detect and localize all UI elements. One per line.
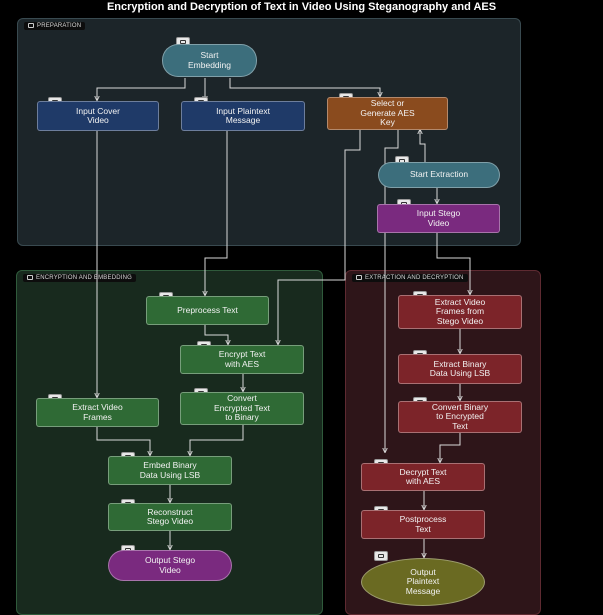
node-decrypt-text[interactable]: Decrypt Text with AES [361,463,485,491]
lock-icon [356,275,362,280]
node-output-plaintext[interactable]: Output Plaintext Message [361,558,485,606]
node-embed-binary-label: Embed Binary Data Using LSB [139,460,201,480]
node-input-stego-video[interactable]: Input Stego Video [377,204,500,233]
node-convert-encrypted-binary-label: Convert Encrypted Text to Binary [213,393,271,423]
node-preprocess-text[interactable]: Preprocess Text [146,296,269,325]
edge-key-encrypt [278,130,361,344]
edge-plain-preprocess [205,131,228,295]
edge-convert-embed [190,425,244,455]
node-encrypt-text[interactable]: Encrypt Text with AES [180,345,304,374]
edge-extraction-key [420,130,426,162]
node-select-key-label: Select or Generate AES Key [360,98,415,128]
node-preprocess-text-label: Preprocess Text [177,304,238,315]
node-decrypt-text-label: Decrypt Text with AES [399,466,447,486]
node-input-plaintext[interactable]: Input Plaintext Message [181,101,305,131]
node-convert-encrypted-binary[interactable]: Convert Encrypted Text to Binary [180,392,304,425]
node-start-embedding-label: Start Embedding [187,50,231,70]
node-start-extraction-label: Start Extraction [409,169,469,180]
node-input-plaintext-label: Input Plaintext Message [216,105,270,125]
cluster-label-extraction: EXTRACTION AND DECRYPTION [352,274,468,282]
node-convert-binary-text-label: Convert Binary to Encrypted Text [431,401,489,431]
cluster-preparation-text: PREPARATION [37,23,82,29]
node-extract-frames-stego[interactable]: Extract Video Frames from Stego Video [398,295,522,329]
edge-start-cover [97,78,186,100]
edge-preprocess-encrypt [204,325,228,344]
diagram-title: Encryption and Decryption of Text in Vid… [106,1,497,13]
node-input-stego-video-label: Input Stego Video [416,208,461,228]
node-reconstruct-stego-label: Reconstruct Stego Video [146,506,194,526]
edge-start-key [229,78,380,96]
node-reconstruct-stego[interactable]: Reconstruct Stego Video [108,503,232,531]
edge-extract-embed [96,427,150,455]
cluster-label-encryption: ENCRYPTION AND EMBEDDING [23,274,137,282]
node-postprocess-text[interactable]: Postprocess Text [361,510,485,539]
cluster-encryption-text: ENCRYPTION AND EMBEDDING [36,275,133,281]
node-input-cover-video[interactable]: Input Cover Video [37,101,159,131]
node-encrypt-text-label: Encrypt Text with AES [218,349,266,369]
edge-stego-extractframes [436,233,470,294]
node-extract-video-frames[interactable]: Extract Video Frames [36,398,159,427]
node-output-stego-label: Output Stego Video [144,555,196,575]
node-convert-binary-text[interactable]: Convert Binary to Encrypted Text [398,401,522,433]
node-extract-frames-stego-label: Extract Video Frames from Stego Video [434,296,486,326]
lock-icon [27,275,33,280]
cluster-label-preparation: PREPARATION [24,22,86,30]
cluster-icon [28,23,34,28]
node-input-cover-video-label: Input Cover Video [76,105,120,125]
node-extract-binary[interactable]: Extract Binary Data Using LSB [398,354,522,384]
node-start-extraction[interactable]: Start Extraction [378,162,500,188]
node-extract-video-frames-label: Extract Video Frames [72,402,123,422]
cluster-extraction-text: EXTRACTION AND DECRYPTION [365,275,464,281]
edge-key-decrypt [385,130,399,452]
node-select-key[interactable]: Select or Generate AES Key [327,97,448,130]
node-embed-binary[interactable]: Embed Binary Data Using LSB [108,456,232,485]
node-output-stego[interactable]: Output Stego Video [108,550,232,581]
node-postprocess-text-label: Postprocess Text [399,514,447,534]
node-start-embedding[interactable]: Start Embedding [162,44,257,77]
node-output-plaintext-label: Output Plaintext Message [405,566,441,596]
document-icon [374,551,388,561]
edge-convert-decrypt [440,433,461,462]
node-extract-binary-label: Extract Binary Data Using LSB [429,358,491,378]
